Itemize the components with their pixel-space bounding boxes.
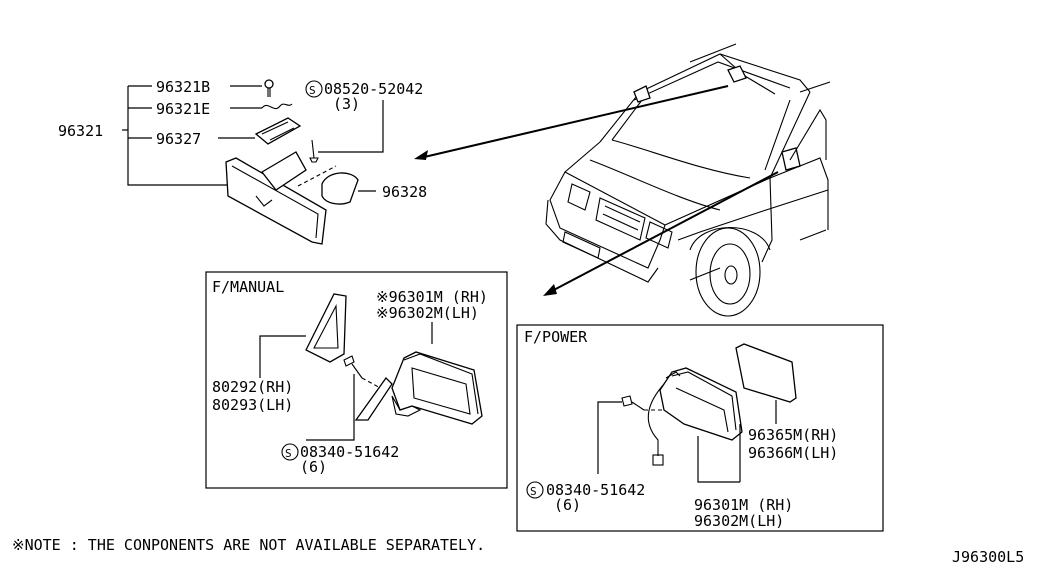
label-96321b: 96321B <box>156 78 210 96</box>
power-box-frame <box>516 324 884 532</box>
screw-icon <box>264 79 274 89</box>
spring-clip-icon <box>261 103 293 110</box>
manual-mirror-box: F/MANUAL ※96301M (RH) ※96302M(LH) 80292(… <box>205 271 508 489</box>
label-power-bolt-code: 08340-51642 <box>546 481 645 499</box>
bracket-96321 <box>127 86 228 186</box>
mirror-cover-icon <box>321 172 359 205</box>
power-screw-symbol-icon <box>526 481 544 499</box>
label-bolt-top-code: 08520-52042 <box>324 80 423 98</box>
label-manual-bolt-qty: (6) <box>300 458 327 476</box>
label-manual-part-rh: ※96301M (RH) <box>376 288 488 306</box>
label-power-part-rh: 96301M (RH) <box>694 496 793 514</box>
label-96321: 96321 <box>58 122 103 140</box>
label-bolt-top-qty: (3) <box>333 95 360 113</box>
label-96327: 96327 <box>156 130 201 148</box>
manual-title: F/MANUAL <box>212 278 284 296</box>
label-manual-part-lh: ※96302M(LH) <box>376 304 479 322</box>
vehicle-illustration <box>545 43 831 317</box>
label-power-bolt-qty: (6) <box>554 496 581 514</box>
pointer-arrows <box>414 85 779 296</box>
arrow-to-inside-mirror <box>419 85 729 159</box>
power-mirror-icon <box>659 367 743 441</box>
label-glass-lh: 96366M(LH) <box>748 444 838 462</box>
manual-screw-symbol-icon <box>281 443 299 461</box>
power-title: F/POWER <box>524 328 588 346</box>
corner-cover-icon <box>305 293 347 363</box>
label-cover-rh: 80292(RH) <box>212 378 293 396</box>
arrow-to-side-mirror <box>549 171 779 293</box>
svg-text:S: S <box>285 447 292 460</box>
inside-mirror-group: 96321B 96321E 96321 96327 96328 S 08520-… <box>58 78 427 245</box>
label-power-part-lh: 96302M(LH) <box>694 512 784 530</box>
label-cover-lh: 80293(LH) <box>212 396 293 414</box>
mirror-glass-icon <box>735 343 797 403</box>
label-manual-bolt-code: 08340-51642 <box>300 443 399 461</box>
power-mirror-box: F/POWER 96365M(RH) 96366M(LH) S 08340-51… <box>516 324 884 532</box>
label-96328: 96328 <box>382 183 427 201</box>
footer-note: ※NOTE : THE CONPONENTS ARE NOT AVAILABLE… <box>12 536 485 554</box>
manual-box-frame <box>205 271 508 489</box>
svg-text:S: S <box>530 485 537 498</box>
screw-symbol-icon <box>305 80 323 98</box>
diagram-code: J96300L5 <box>952 548 1024 566</box>
label-glass-rh: 96365M(RH) <box>748 426 838 444</box>
label-96321e: 96321E <box>156 100 210 118</box>
inside-mirror-icon <box>225 157 327 245</box>
svg-text:S: S <box>309 84 316 97</box>
mirror-mount-icon <box>254 117 302 145</box>
